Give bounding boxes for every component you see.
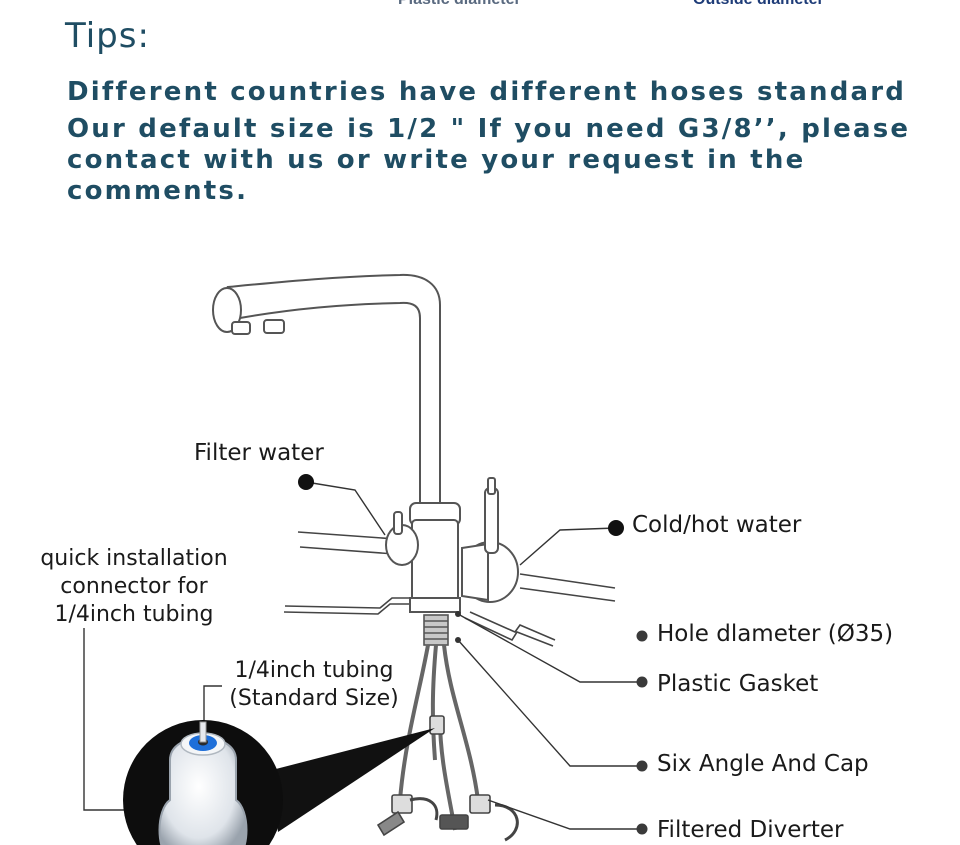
callout-dot-six-angle — [636, 760, 648, 772]
quick-connector-zoom — [123, 720, 283, 845]
callout-dot-diverter — [636, 823, 648, 835]
label-filtered-diverter: Filtered Diverter — [657, 817, 844, 843]
callout-dot-shank-2 — [455, 637, 461, 643]
callout-dot-gasket — [636, 676, 648, 688]
label-quick-connector: quick installation connector for 1/4inch… — [40, 546, 228, 627]
tips-line-standards: Different countries have different hoses… — [67, 77, 907, 107]
callout-dot-hole — [636, 630, 648, 642]
faucet-body — [385, 477, 519, 613]
tips-line-default-size: Our default size is 1/2 " If you need G3… — [67, 114, 911, 206]
countertop-lines — [283, 531, 616, 647]
tips-title: Tips: — [65, 16, 150, 56]
hose-fittings — [376, 715, 519, 842]
callout-lines — [83, 481, 642, 830]
cropped-header-right: Outside diameter — [693, 0, 824, 9]
faucet-spout — [212, 273, 441, 506]
callout-dots — [298, 474, 648, 835]
cropped-header-left: Plastic diameter — [398, 0, 521, 9]
label-cold-hot-water: Cold/hot water — [632, 512, 802, 538]
label-plastic-gasket: Plastic Gasket — [657, 671, 819, 697]
threaded-shank — [423, 614, 449, 646]
zoom-wedge — [272, 728, 435, 832]
tips-body: Different countries have different hoses… — [67, 77, 947, 207]
label-six-angle-cap: Six Angle And Cap — [657, 751, 869, 777]
callout-dot-filter-water — [298, 474, 314, 490]
label-filter-water: Filter water — [194, 440, 324, 466]
callout-dot-shank-1 — [455, 611, 461, 617]
label-tubing-size: 1/4inch tubing (Standard Size) — [229, 658, 399, 711]
callout-dot-cold-hot — [608, 520, 624, 536]
label-hole-diameter: Hole dlameter (Ø35) — [657, 621, 894, 647]
faucet-diagram — [83, 273, 648, 845]
